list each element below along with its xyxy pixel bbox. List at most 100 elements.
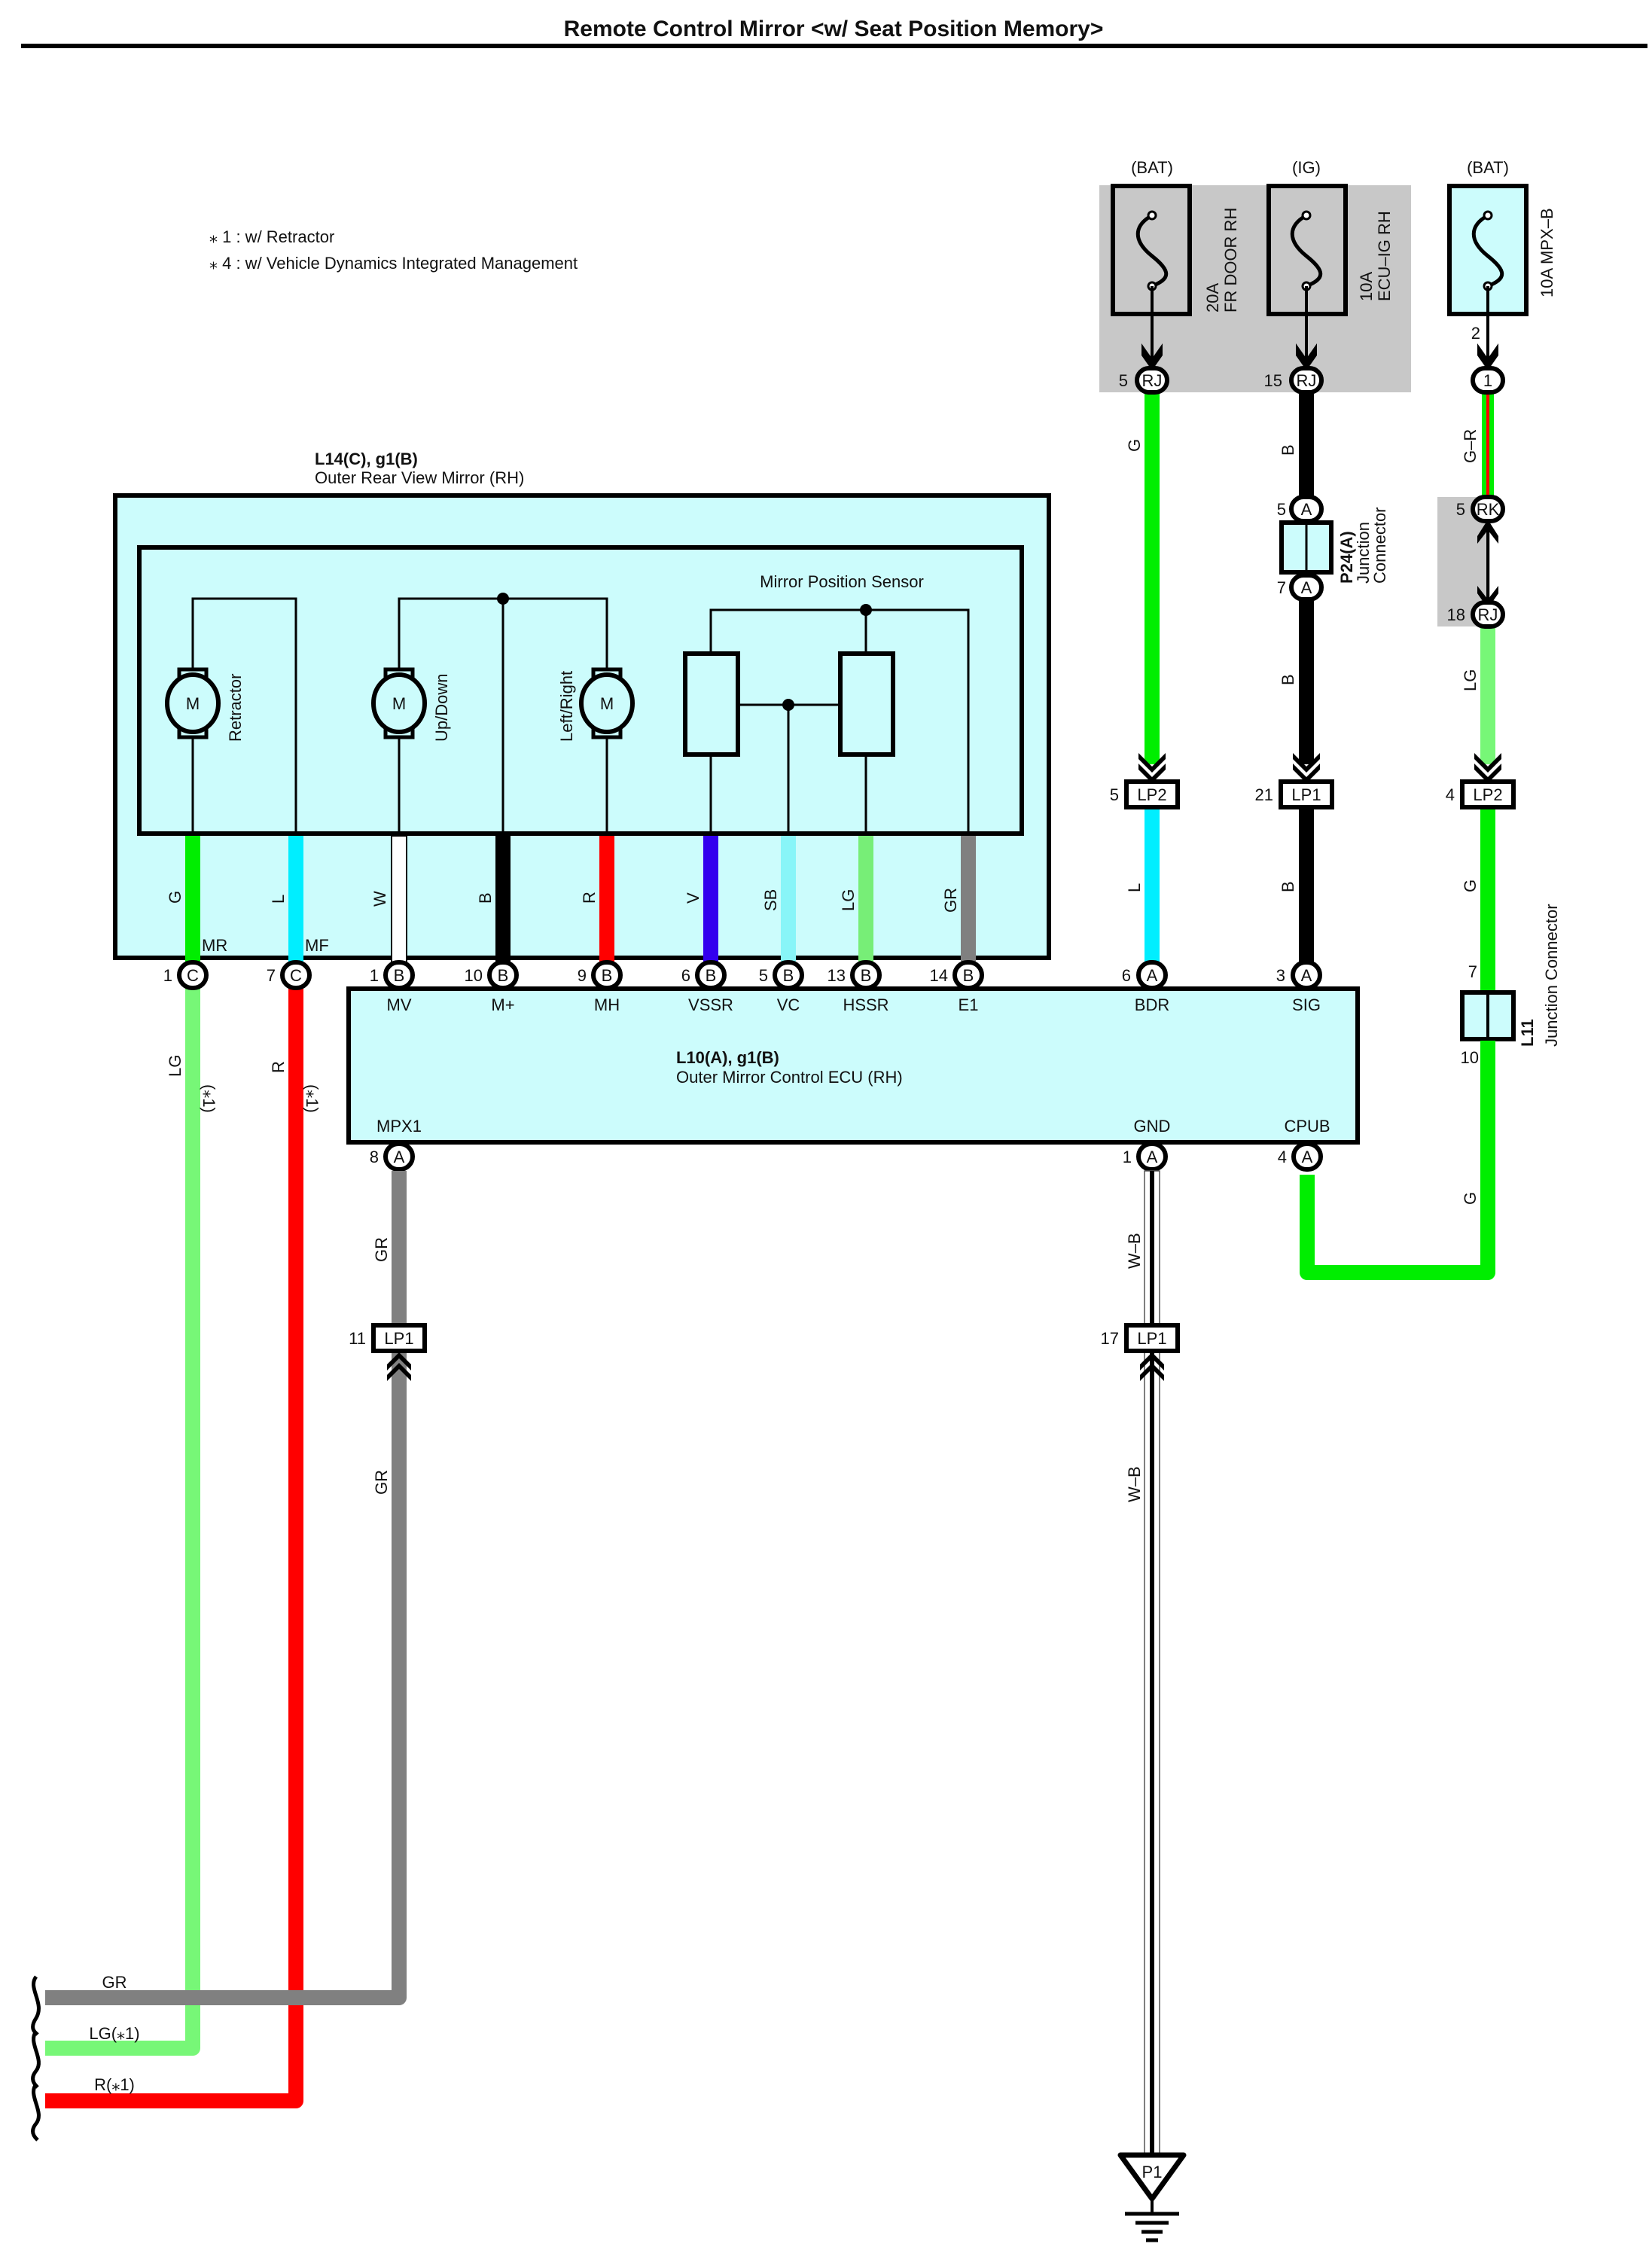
wire-g-cpub[interactable] <box>1300 1041 1495 1280</box>
motor-retractor[interactable]: M Retractor <box>165 667 245 742</box>
junction-l11[interactable]: 7 10 L11 Junction Connector <box>1460 904 1561 1067</box>
connector-circle <box>952 960 984 990</box>
connector-bdr[interactable]: A 6 <box>1122 960 1168 990</box>
pin-connector-9B[interactable]: B9 <box>578 960 623 990</box>
outer-mirror-control-ecu[interactable] <box>346 986 1360 1145</box>
wire-lg[interactable] <box>1480 625 1495 764</box>
connector-sig[interactable]: A 3 <box>1276 960 1322 990</box>
svg-text:18: 18 <box>1447 605 1465 624</box>
wire-lg-retractor[interactable] <box>45 986 200 2056</box>
wire-b[interactable] <box>1299 809 1314 975</box>
connector-rj-15[interactable]: RJ 15 <box>1264 366 1324 395</box>
mirror-wire-codes: G L W B R V SB LG GR <box>166 888 960 913</box>
pin-connector-10B[interactable]: B 10 <box>465 960 519 990</box>
svg-text:LP1: LP1 <box>384 1329 413 1348</box>
wire-gr[interactable] <box>961 836 976 973</box>
connector-letter: B <box>963 966 974 985</box>
wire-b[interactable] <box>1299 599 1314 764</box>
connector-mpx1[interactable]: A 8 <box>370 1142 415 1172</box>
connector-letter: B <box>498 966 509 985</box>
pin-connector-1B[interactable]: B1 <box>370 960 415 990</box>
connector-lp1-17[interactable]: LP1 17 <box>1101 1323 1180 1381</box>
svg-text:VC: VC <box>777 995 800 1014</box>
wire-code: G <box>1461 1192 1480 1205</box>
fuse-fr-door-rh[interactable]: (BAT) 20A FR DOOR RH <box>1111 158 1240 316</box>
junction-p24[interactable]: A 5 A 7 P24(A) Junction Connector <box>1277 495 1389 602</box>
svg-text:5: 5 <box>1277 500 1286 519</box>
wire-b[interactable] <box>495 836 511 973</box>
pin-number: 1 <box>163 966 172 985</box>
wire-break-icon <box>31 1975 41 2142</box>
connector-letter: C <box>290 966 302 985</box>
connector-letter: B <box>706 966 717 985</box>
connector-rj-5[interactable]: RJ 5 <box>1119 366 1169 395</box>
note-2: ⁎ 4 : w/ Vehicle Dynamics Integrated Man… <box>209 254 578 273</box>
wire-g[interactable] <box>1145 392 1160 764</box>
wire-b[interactable] <box>1299 392 1314 501</box>
pin-connector-13B[interactable]: B13 <box>828 960 882 990</box>
svg-text:A: A <box>1147 1148 1158 1166</box>
connector-circle <box>695 960 727 990</box>
mirror-position-sensor[interactable]: Mirror Position Sensor <box>683 572 924 757</box>
svg-text:M: M <box>600 694 614 713</box>
svg-text:LP2: LP2 <box>1137 785 1166 804</box>
motor-icon <box>165 672 221 734</box>
wire-l[interactable] <box>1145 809 1160 975</box>
wire-lg[interactable] <box>858 836 873 973</box>
svg-text:1: 1 <box>1123 1148 1132 1166</box>
wire-sb[interactable] <box>781 836 796 973</box>
fuse-icon <box>1135 213 1169 288</box>
pin-connector-7C[interactable]: C7 <box>267 960 312 990</box>
svg-text:4: 4 <box>1446 785 1455 804</box>
wire-w-b-ground[interactable] <box>1144 1170 1160 2158</box>
connector-lp2-5[interactable]: LP2 5 <box>1110 779 1180 809</box>
svg-text:G: G <box>166 891 184 904</box>
bundle-label-gr: GR <box>102 1973 127 1992</box>
motor-up-down[interactable]: M Up/Down <box>371 667 451 742</box>
svg-text:1: 1 <box>1483 371 1492 390</box>
wire-code: G <box>1461 880 1480 892</box>
wire-g-r[interactable] <box>1482 392 1494 505</box>
mirror-id: L14(C), g1(B) <box>315 450 418 468</box>
pin-number: 9 <box>578 966 587 985</box>
pin-connector-14B[interactable]: B14 <box>930 960 984 990</box>
wire-v[interactable] <box>703 836 718 973</box>
pin-connector-6B[interactable]: B6 <box>681 960 727 990</box>
wire-r-retractor[interactable] <box>45 986 303 2108</box>
pin-connector-5B[interactable]: B5 <box>759 960 804 990</box>
svg-text:RJ: RJ <box>1478 605 1498 624</box>
ecu-id: L10(A), g1(B) <box>676 1048 779 1067</box>
svg-text:3: 3 <box>1276 966 1285 985</box>
ecu-bottom-terminals: MPX1 GND CPUB <box>376 1117 1330 1136</box>
wire-g[interactable] <box>1480 809 1495 992</box>
motor-left-right[interactable]: M Left/Right <box>557 667 635 742</box>
pin-number: 10 <box>465 966 483 985</box>
pin-connector-1C[interactable]: C1 <box>163 960 209 990</box>
wire-w[interactable] <box>391 835 407 974</box>
fuse-ecu-ig-rh[interactable]: (IG) 10A ECU–IG RH <box>1266 158 1394 316</box>
wire-r[interactable] <box>599 836 614 973</box>
connector-letter: B <box>602 966 613 985</box>
wire-l[interactable] <box>288 836 303 973</box>
connector-lp2-4[interactable]: LP2 4 <box>1446 779 1516 809</box>
connector-lp1-21[interactable]: LP1 21 <box>1255 779 1334 809</box>
wire-g[interactable] <box>185 836 200 973</box>
fuse-mpx-b[interactable]: (BAT) 10A MPX–B <box>1447 158 1556 316</box>
svg-text:RJ: RJ <box>1142 371 1163 390</box>
svg-text:6: 6 <box>1122 966 1131 985</box>
connector-lp1-11[interactable]: LP1 11 <box>349 1323 427 1381</box>
svg-text:MH: MH <box>594 995 620 1014</box>
connector-cpub[interactable]: A 4 <box>1278 1142 1323 1172</box>
svg-text:7: 7 <box>1277 578 1286 597</box>
wire-gr-mpx1[interactable] <box>45 1171 407 2005</box>
junction-rk-rj[interactable]: RK 5 RJ 18 <box>1447 495 1505 629</box>
connector-gnd[interactable]: A 1 <box>1123 1142 1168 1172</box>
junction-dot <box>860 604 872 616</box>
mirror-name: Outer Rear View Mirror (RH) <box>315 468 524 487</box>
connector-1[interactable]: 1 2 <box>1471 324 1505 395</box>
resistor-icon <box>838 651 895 757</box>
ground-p1[interactable]: P1 <box>1117 2152 1187 2242</box>
svg-text:A: A <box>1301 500 1312 519</box>
svg-text:Retractor: Retractor <box>226 674 245 742</box>
